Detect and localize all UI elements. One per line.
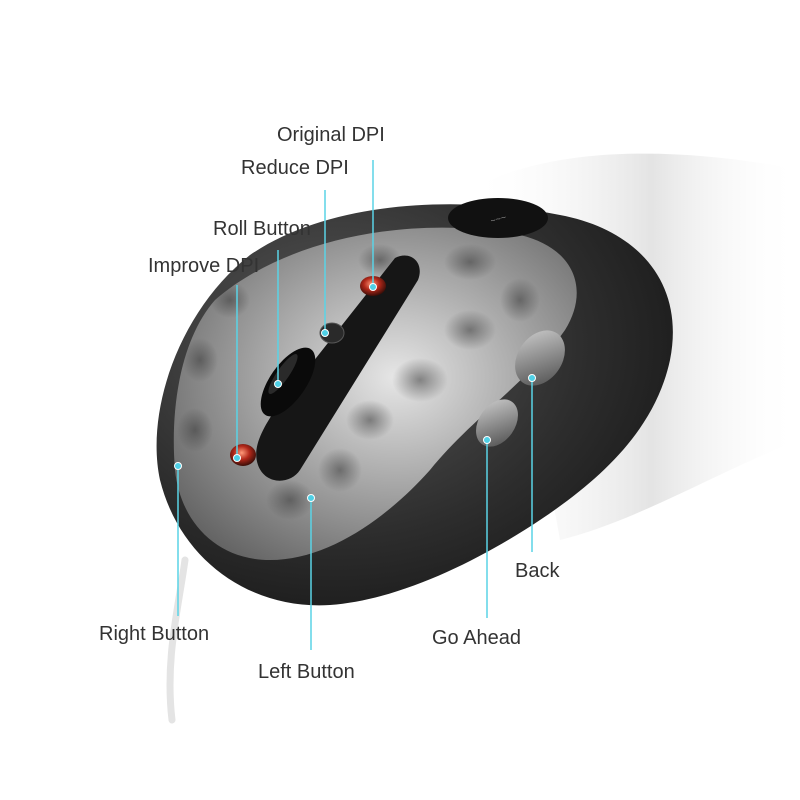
label-original-dpi: Original DPI: [277, 124, 385, 146]
label-roll-button: Roll Button: [213, 218, 311, 240]
dot-right-button: [174, 462, 182, 470]
label-back: Back: [515, 560, 560, 582]
dot-go-ahead: [483, 436, 491, 444]
logo-mark: ~~~: [489, 212, 507, 226]
go-ahead-button[interactable]: [467, 391, 526, 454]
logo-cap: [448, 198, 548, 238]
roll-button[interactable]: [250, 339, 325, 425]
dot-improve-dpi: [233, 454, 241, 462]
leader-lines: [177, 160, 533, 650]
dimple-texture: [177, 244, 540, 520]
label-right-button: Right Button: [99, 623, 210, 645]
reduce-dpi-button[interactable]: [319, 322, 345, 344]
label-reduce-dpi: Reduce DPI: [241, 157, 349, 179]
back-button[interactable]: [505, 321, 575, 395]
label-go-ahead: Go Ahead: [432, 627, 521, 649]
dot-original-dpi: [369, 283, 377, 291]
dot-back: [528, 374, 536, 382]
label-improve-dpi: Improve DPI: [148, 255, 260, 277]
center-ridge: [256, 255, 420, 481]
dot-roll-button: [274, 380, 282, 388]
label-left-button: Left Button: [258, 661, 355, 683]
improve-dpi-button[interactable]: [230, 444, 256, 466]
anchor-dots: [174, 283, 536, 502]
mouse-cable: [166, 556, 189, 724]
dot-reduce-dpi: [321, 329, 329, 337]
dot-left-button: [307, 494, 315, 502]
